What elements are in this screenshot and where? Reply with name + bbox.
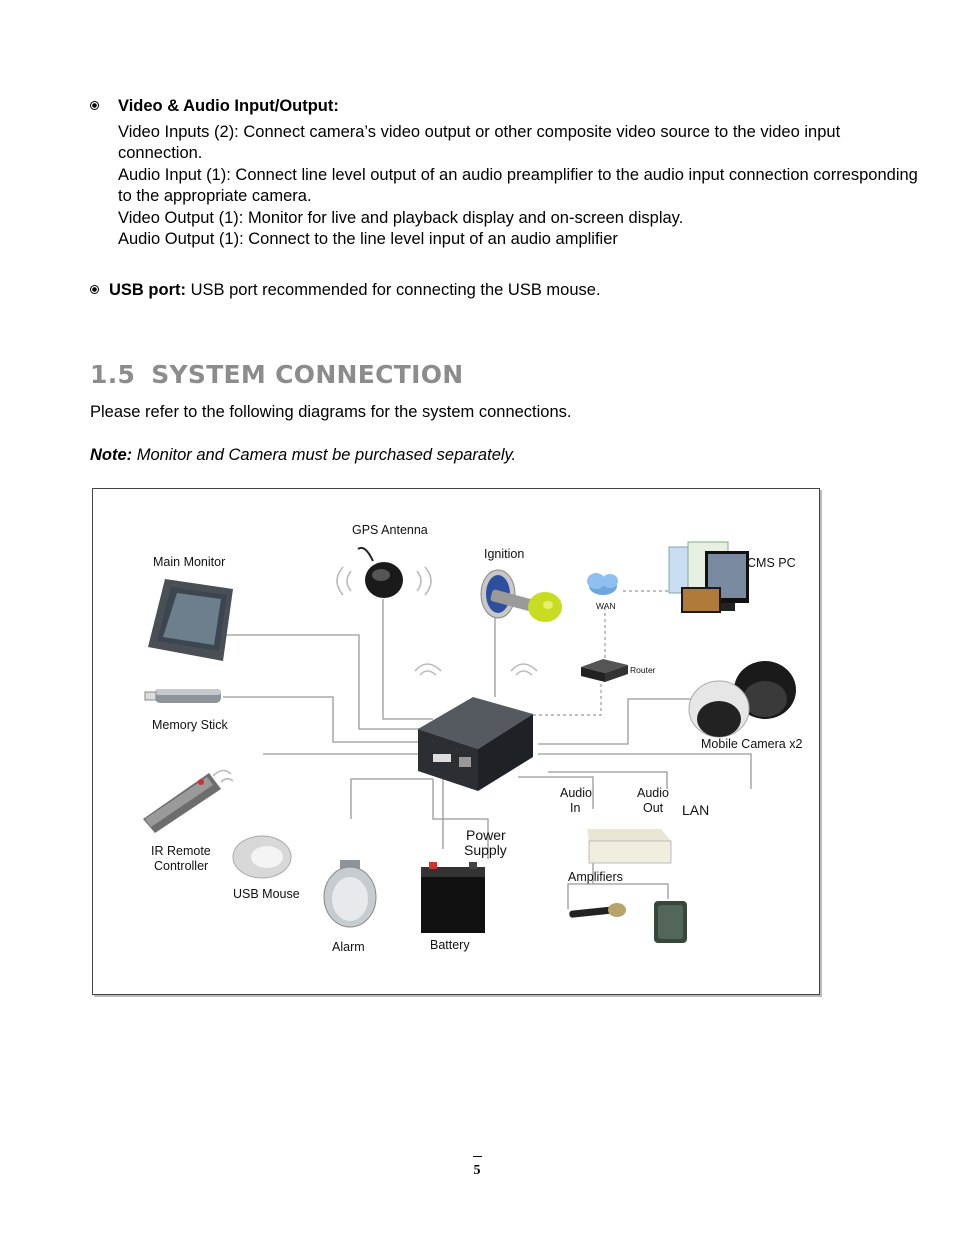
- label-ignition: Ignition: [484, 547, 524, 561]
- label-cms-pc: CMS PC: [747, 556, 796, 570]
- label-gps-antenna: GPS Antenna: [352, 523, 428, 537]
- label-power-supply-line2: Supply: [464, 842, 507, 858]
- page-number: 5: [473, 1163, 481, 1178]
- label-main-monitor: Main Monitor: [153, 555, 225, 569]
- ir-remote-icon: [143, 773, 221, 833]
- section-title: SYSTEM CONNECTION: [151, 360, 464, 389]
- wan-cloud-icon: [587, 573, 618, 595]
- usb-port-label: USB port:: [109, 281, 186, 299]
- bullet-icon: [90, 285, 99, 294]
- amplifier-icon: [587, 829, 672, 864]
- io-line-3: Audio Input (1): Connect line level outp…: [118, 166, 918, 184]
- note-body: Monitor and Camera must be purchased sep…: [132, 446, 517, 464]
- label-ir-remote-line1: IR Remote: [151, 844, 211, 858]
- microphone-icon: [569, 903, 626, 918]
- note-label: Note:: [90, 446, 133, 464]
- gps-antenna-icon: [336, 546, 432, 598]
- router-icon: [581, 659, 628, 682]
- label-usb-mouse: USB Mouse: [233, 887, 300, 901]
- label-audio-out-line2: Out: [643, 801, 664, 815]
- io-line-2: connection.: [118, 144, 203, 162]
- io-line-5: Video Output (1): Monitor for live and p…: [118, 209, 684, 227]
- usb-port-description: USB port recommended for connecting the …: [186, 281, 601, 299]
- diagram-svg: GPS Antenna Ignition CMS PC Main Monitor…: [143, 523, 802, 954]
- system-connection-diagram: GPS Antenna Ignition CMS PC Main Monitor…: [92, 488, 820, 995]
- io-line-4: to the appropriate camera.: [118, 187, 312, 205]
- ignition-key-icon: [480, 569, 562, 622]
- intro-text: Please refer to the following diagrams f…: [90, 403, 572, 421]
- io-line-1: Video Inputs (2): Connect camera’s video…: [118, 123, 841, 141]
- label-audio-in-line1: Audio: [560, 786, 592, 800]
- mobile-camera-icon: [688, 661, 796, 738]
- speaker-icon: [654, 901, 687, 943]
- io-section-title: Video & Audio Input/Output:: [118, 97, 339, 115]
- memory-stick-icon: [144, 689, 221, 703]
- usb-port-text: USB port: USB port recommended for conne…: [109, 281, 601, 300]
- label-ir-remote-line2: Controller: [154, 859, 208, 873]
- section-number: 1.5: [90, 360, 136, 389]
- label-audio-in-line2: In: [570, 801, 580, 815]
- io-line-6: Audio Output (1): Connect to the line le…: [118, 230, 618, 248]
- label-wan: WAN: [596, 601, 616, 611]
- wireless-signal-icon: [212, 663, 538, 783]
- cms-pc-icon: [668, 541, 749, 613]
- label-amplifiers: Amplifiers: [568, 870, 623, 884]
- connection-lines: [193, 599, 752, 909]
- label-router: Router: [630, 665, 656, 675]
- main-monitor-icon: [148, 579, 233, 661]
- note-text: Note: Monitor and Camera must be purchas…: [90, 446, 516, 465]
- section-heading: 1.5 SYSTEM CONNECTION: [90, 360, 464, 389]
- label-lan: LAN: [682, 802, 709, 818]
- label-alarm: Alarm: [332, 940, 365, 954]
- alarm-icon: [323, 860, 377, 928]
- label-power-supply-line1: Power: [466, 827, 506, 843]
- usb-mouse-icon: [232, 835, 292, 879]
- label-mobile-camera: Mobile Camera x2: [701, 737, 802, 751]
- battery-icon: [421, 862, 485, 933]
- label-audio-out-line1: Audio: [637, 786, 669, 800]
- dvr-unit-icon: [418, 697, 533, 791]
- label-memory-stick: Memory Stick: [152, 718, 228, 732]
- bullet-icon: [90, 101, 99, 110]
- dashed-links: [515, 590, 678, 716]
- page-number-rule: [473, 1156, 482, 1157]
- label-battery: Battery: [430, 938, 470, 952]
